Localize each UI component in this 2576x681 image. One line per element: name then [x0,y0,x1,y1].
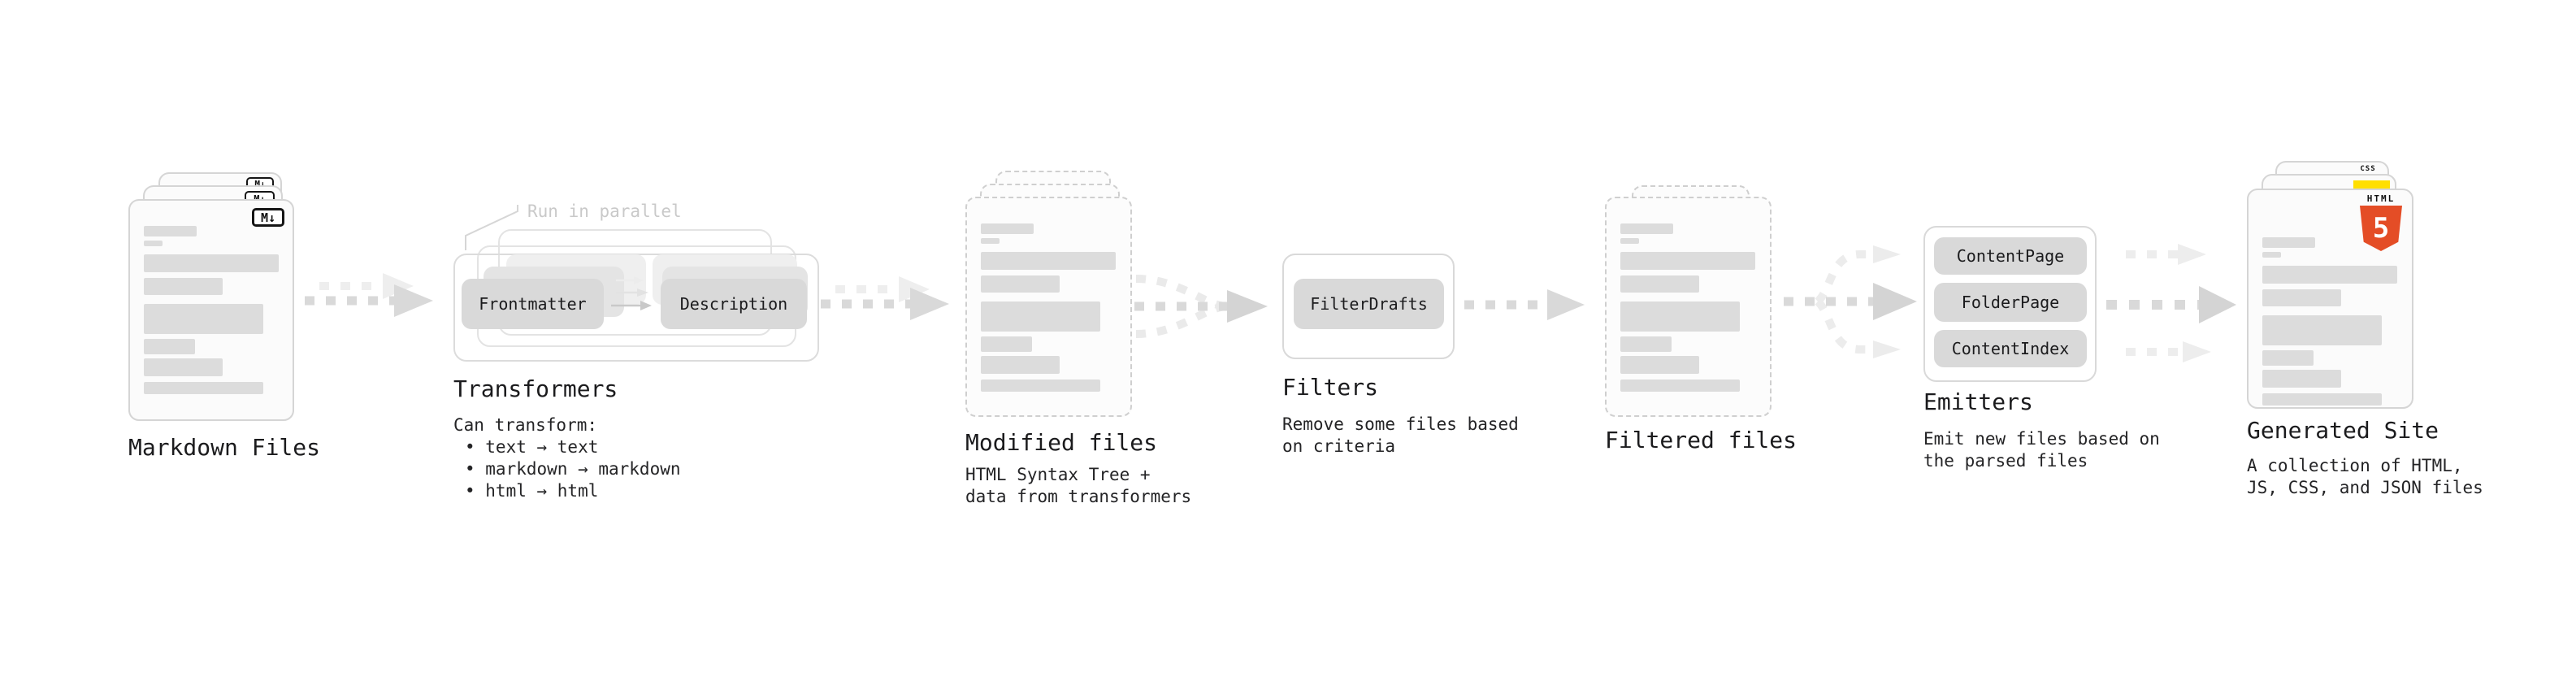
filters-description: Remove some files based on criteria [1282,414,1519,458]
doc-text-bar [144,358,223,376]
modified-files-description: HTML Syntax Tree + data from transformer… [965,464,1191,508]
generated-desc-line: A collection of HTML, [2247,456,2463,475]
doc-text-bar [2262,266,2397,284]
doc-text-bar [981,252,1116,270]
doc-text-bar [1620,223,1673,234]
markdown-icon: M↓ [252,208,284,227]
filters-desc-line: on criteria [1282,436,1396,456]
html5-number: 5 [2372,212,2390,245]
transformers-bullet: • markdown → markdown [465,459,681,479]
doc-text-bar [981,380,1100,392]
css-label: CSS [2360,165,2376,173]
filterdrafts-pill: FilterDrafts [1294,279,1444,329]
modified-desc-line: HTML Syntax Tree + [965,465,1151,484]
filters-title: Filters [1282,374,1379,401]
emitters-description: Emit new files based on the parsed files [1923,428,2160,472]
doc-text-bar [1620,238,1639,244]
doc-text-bars [981,223,1117,392]
modified-file-card [965,197,1132,417]
contentindex-pill: ContentIndex [1934,330,2087,367]
modified-desc-line: data from transformers [965,487,1192,506]
doc-text-bar [2262,370,2341,388]
contentpage-pill: ContentPage [1934,237,2087,275]
html5-icon: HTML 5 [2358,194,2404,251]
doc-text-bar [1620,301,1740,332]
transformers-desc-heading: Can transform: [453,415,598,435]
pill-flow-arrows [611,276,652,310]
run-in-parallel-note: Run in parallel [527,202,682,221]
doc-text-bar [1620,380,1740,392]
filters-desc-line: Remove some files based [1282,414,1519,434]
transformers-bullet: • text → text [465,437,599,457]
doc-text-bar [1620,336,1672,352]
html5-label: HTML [2366,193,2396,204]
transformers-bullet: • html → html [465,481,599,501]
arrow-filtered-to-emitters [1784,245,1917,358]
doc-text-bar [1620,356,1699,374]
markdown-files-title: Markdown Files [128,434,321,461]
filtered-files-title: Filtered files [1605,427,1798,453]
doc-text-bar [144,241,163,246]
arrow-filters-to-filtered [1464,289,1585,320]
arrow-modified-to-filters [1134,275,1268,338]
generated-site-description: A collection of HTML, JS, CSS, and JSON … [2247,455,2483,499]
doc-text-bar [981,301,1100,332]
doc-text-bar [144,339,195,354]
frontmatter-pill: Frontmatter [462,279,604,329]
description-pill: Description [661,279,807,329]
doc-text-bars [144,226,279,394]
transformers-title: Transformers [453,375,618,402]
markdown-file-card: M↓ [128,199,294,421]
doc-text-bar [144,254,279,272]
doc-text-bar [144,278,223,295]
doc-text-bar [2262,393,2382,406]
doc-text-bar [981,223,1034,234]
doc-text-bar [1620,275,1699,293]
doc-text-bar [981,336,1032,352]
folderpage-pill: FolderPage [1934,283,2087,322]
doc-text-bar [144,226,197,236]
doc-text-bar [981,275,1060,293]
arrow-transformers-to-modified [821,276,949,320]
doc-text-bars [2262,237,2398,406]
doc-text-bar [144,304,263,334]
doc-text-bar [1620,252,1755,270]
filtered-file-card [1605,197,1772,417]
doc-text-bars [1620,223,1756,392]
emitters-desc-line: Emit new files based on [1923,429,2160,449]
doc-text-bar [144,382,263,394]
doc-text-bar [981,356,1060,374]
note-leader-line [465,205,518,250]
doc-text-bar [2262,289,2341,306]
doc-text-bar [2262,237,2315,248]
doc-text-bar [2262,350,2314,366]
emitters-desc-line: the parsed files [1923,451,2088,471]
html5-shield: 5 [2360,206,2402,251]
generated-desc-line: JS, CSS, and JSON files [2247,478,2483,497]
modified-files-title: Modified files [965,429,1158,456]
doc-text-bar [2262,252,2281,258]
generated-html-card: HTML 5 [2247,189,2413,409]
arrow-emitters-to-generated [2106,244,2236,362]
doc-text-bar [2262,315,2382,345]
generated-site-title: Generated Site [2247,417,2439,444]
transformers-description: Can transform: • text → text • markdown … [453,414,681,502]
arrow-markdown-to-transformers [305,273,433,317]
emitters-title: Emitters [1923,388,2033,415]
doc-text-bar [981,238,1000,244]
